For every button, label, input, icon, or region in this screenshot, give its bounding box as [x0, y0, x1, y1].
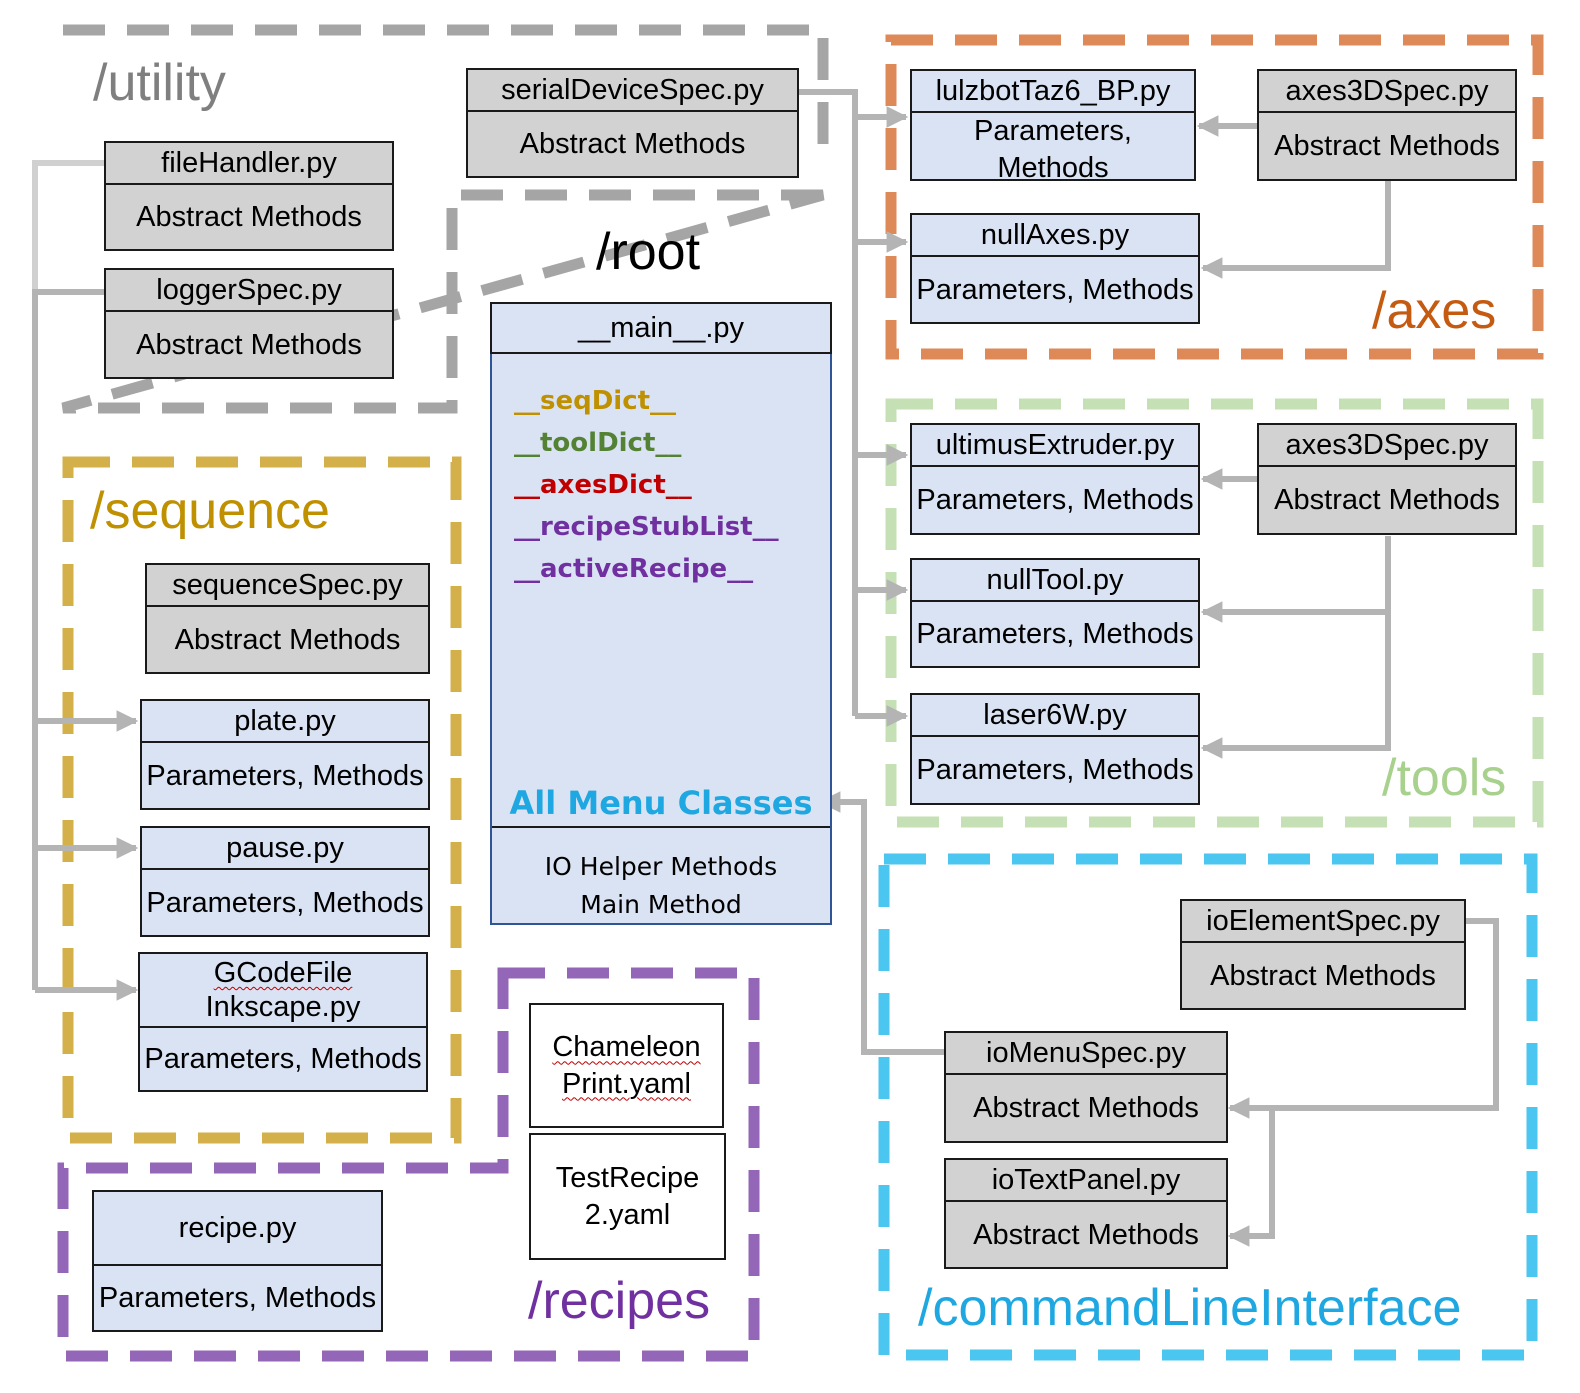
chameleon-line2: Print.yaml: [562, 1067, 691, 1100]
sequencespec-box: sequenceSpec.py Abstract Methods: [145, 563, 430, 674]
loggerspec-body: Abstract Methods: [136, 328, 362, 361]
plate-box: plate.py Parameters, Methods: [140, 699, 430, 810]
laser-title: laser6W.py: [912, 695, 1198, 738]
cli-label: /commandLineInterface: [918, 1279, 1462, 1337]
axes3dspec-box: axes3DSpec.py Abstract Methods: [1257, 69, 1517, 181]
filehandler-box: fileHandler.py Abstract Methods: [104, 141, 394, 251]
recipe-title: recipe.py: [94, 1192, 381, 1267]
main-py-title: __main__.py: [490, 302, 832, 354]
chameleon-line1: Chameleon: [552, 1031, 701, 1064]
ioelementspec-body: Abstract Methods: [1210, 959, 1436, 992]
gcode-title-line1: GCodeFile: [213, 957, 353, 989]
utility-label: /utility: [93, 54, 226, 112]
nullaxes-title: nullAxes.py: [912, 215, 1198, 258]
toolspec-title: axes3DSpec.py: [1259, 425, 1515, 468]
ultimus-box: ultimusExtruder.py Parameters, Methods: [910, 423, 1200, 535]
cli-region-border: [878, 853, 1538, 1361]
axes3dspec-body: Abstract Methods: [1274, 130, 1500, 162]
all-menu-classes: All Menu Classes: [509, 784, 813, 822]
axes-label: /axes: [1372, 282, 1497, 340]
gcode-body: Parameters, Methods: [144, 1043, 422, 1076]
laser-body: Parameters, Methods: [916, 754, 1194, 786]
lulzbot-body: Parameters, Methods: [974, 115, 1132, 181]
arrow-ioelement-to-iomenu: [1227, 918, 1499, 1119]
arrow-axes3d-to-nullaxes: [1200, 181, 1391, 279]
arrow-serial-bus: [798, 89, 858, 716]
gcode-title: GCodeFile Inkscape.py: [140, 954, 426, 1029]
main-py-box: __main__.py __seqDict__ __toolDict__ __a…: [490, 302, 832, 925]
lulzbot-title: lulzbotTaz6_BP.py: [912, 71, 1194, 114]
toolspec-box: axes3DSpec.py Abstract Methods: [1257, 423, 1517, 535]
recipes-label: /recipes: [528, 1272, 711, 1330]
arrow-toolspec-to-nulltool: [1200, 536, 1391, 623]
main-divider: [492, 826, 830, 828]
plate-body: Parameters, Methods: [146, 759, 424, 792]
lulzbot-box: lulzbotTaz6_BP.py Parameters, Methods: [910, 69, 1196, 181]
recipes-region-border: [57, 967, 760, 1362]
recipe-box: recipe.py Parameters, Methods: [92, 1190, 383, 1332]
active-recipe: __activeRecipe__: [514, 554, 754, 584]
serialdevicespec-body: Abstract Methods: [519, 128, 746, 160]
testrecipe-yaml-box: TestRecipe 2.yaml: [529, 1133, 726, 1260]
testrecipe-line1: TestRecipe: [555, 1162, 700, 1195]
filehandler-title: fileHandler.py: [106, 143, 392, 186]
recipe-stub-list: __recipeStubList__: [514, 512, 779, 542]
main-method: Main Method: [580, 890, 742, 919]
nullaxes-body: Parameters, Methods: [916, 273, 1194, 306]
ioelementspec-title: ioElementSpec.py: [1182, 901, 1464, 944]
sequence-region-border: [62, 456, 462, 1144]
ioelementspec-box: ioElementSpec.py Abstract Methods: [1180, 899, 1466, 1010]
root-label: /root: [596, 223, 701, 281]
arrow-logger-bus: [32, 289, 106, 990]
pause-title: pause.py: [142, 828, 428, 871]
recipe-body: Parameters, Methods: [98, 1282, 377, 1314]
pause-box: pause.py Parameters, Methods: [140, 826, 430, 937]
iotextpanel-title: ioTextPanel.py: [946, 1160, 1226, 1203]
arrow-filehandler-bus: [32, 160, 106, 290]
plate-title: plate.py: [142, 701, 428, 744]
nulltool-box: nullTool.py Parameters, Methods: [910, 558, 1200, 668]
laser-box: laser6W.py Parameters, Methods: [910, 693, 1200, 805]
pause-body: Parameters, Methods: [146, 886, 424, 919]
axes-region-border: [885, 34, 1544, 360]
serialdevicespec-title: serialDeviceSpec.py: [468, 70, 797, 113]
gcode-title-line2: Inkscape.py: [205, 991, 361, 1024]
tools-label: /tools: [1382, 749, 1507, 807]
iomenuspec-box: ioMenuSpec.py Abstract Methods: [944, 1031, 1228, 1143]
sequence-label: /sequence: [90, 482, 330, 540]
arrow-toolspec-to-laser: [1200, 612, 1391, 759]
gcode-box: GCodeFile Inkscape.py Parameters, Method…: [138, 952, 428, 1092]
nullaxes-box: nullAxes.py Parameters, Methods: [910, 213, 1200, 324]
nulltool-title: nullTool.py: [912, 560, 1198, 603]
sequencespec-body: Abstract Methods: [174, 623, 401, 656]
iotextpanel-body: Abstract Methods: [973, 1218, 1199, 1251]
nulltool-body: Parameters, Methods: [916, 618, 1194, 650]
sequencespec-title: sequenceSpec.py: [147, 565, 428, 608]
seq-dict: __seqDict__: [514, 386, 677, 416]
loggerspec-title: loggerSpec.py: [106, 270, 392, 313]
ultimus-title: ultimusExtruder.py: [912, 425, 1198, 468]
axes-dict: __axesDict__: [514, 470, 692, 500]
serialdevicespec-box: serialDeviceSpec.py Abstract Methods: [466, 68, 799, 178]
iomenuspec-body: Abstract Methods: [973, 1092, 1199, 1124]
arrow-ioelement-to-iotext: [1227, 1108, 1275, 1247]
testrecipe-line2: 2.yaml: [584, 1198, 671, 1231]
chameleon-yaml-box: Chameleon Print.yaml: [529, 1003, 724, 1128]
tools-region-border: [885, 398, 1544, 828]
ultimus-body: Parameters, Methods: [916, 484, 1194, 516]
toolspec-body: Abstract Methods: [1274, 484, 1500, 516]
axes3dspec-title: axes3DSpec.py: [1259, 71, 1515, 114]
filehandler-body: Abstract Methods: [136, 201, 362, 233]
iotextpanel-box: ioTextPanel.py Abstract Methods: [944, 1158, 1228, 1269]
loggerspec-box: loggerSpec.py Abstract Methods: [104, 268, 394, 379]
arrow-iomenu-to-main: [818, 791, 944, 1055]
io-helper-methods: IO Helper Methods: [544, 852, 778, 881]
tool-dict: __toolDict__: [514, 428, 682, 458]
iomenuspec-title: ioMenuSpec.py: [946, 1033, 1226, 1076]
